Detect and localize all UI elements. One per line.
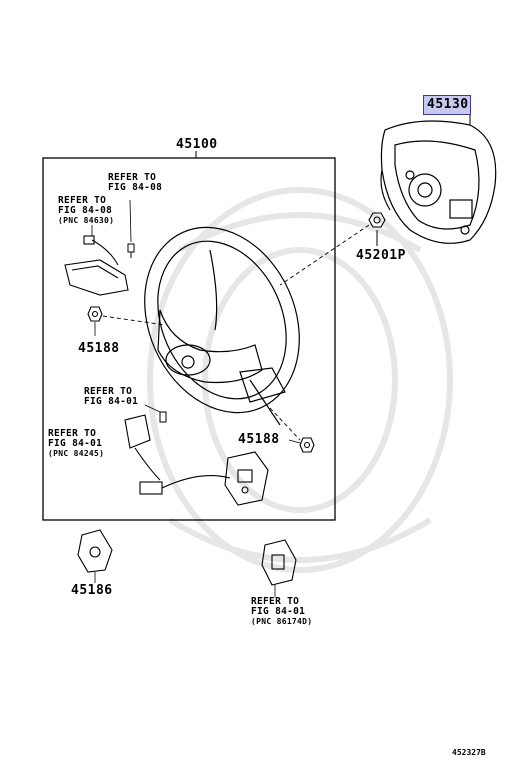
screw-upper — [127, 243, 135, 258]
screw-middle — [159, 411, 167, 423]
switch-inner-right — [224, 451, 269, 506]
nut-45201p — [368, 212, 386, 228]
assembly-frame — [42, 157, 336, 521]
airbag-pad — [380, 120, 497, 244]
harness-84245 — [124, 414, 231, 495]
bolt-45188-right — [299, 437, 315, 453]
ref-note-bottom: REFER TO FIG 84-01 (PNC 86174D) — [251, 596, 313, 627]
bolt-45188-left — [87, 306, 103, 322]
part-label-45188-right[interactable]: 45188 — [238, 432, 280, 447]
part-label-45186[interactable]: 45186 — [71, 583, 113, 598]
steering-wheel — [144, 226, 300, 426]
part-highlight — [423, 95, 471, 115]
part-label-45100[interactable]: 45100 — [176, 137, 218, 152]
ref-note-top: REFER TO FIG 84-08 — [108, 172, 163, 193]
part-label-45130[interactable]: 45130 — [427, 97, 469, 112]
diagram-code: 452327B — [452, 748, 486, 757]
ref-note-screw: REFER TO FIG 84-01 — [84, 386, 139, 407]
watermark-emblem — [147, 187, 453, 573]
switch-84630 — [64, 235, 129, 296]
part-label-45201p[interactable]: 45201P — [356, 248, 406, 263]
ref-note-harness: REFER TO FIG 84-01 (PNC 84245) — [48, 428, 105, 459]
cover-45186 — [77, 529, 113, 573]
ref-note-switch: REFER TO FIG 84-08 (PNC 84630) — [58, 195, 115, 226]
switch-86174d — [261, 539, 297, 586]
part-label-45188-left[interactable]: 45188 — [78, 341, 120, 356]
